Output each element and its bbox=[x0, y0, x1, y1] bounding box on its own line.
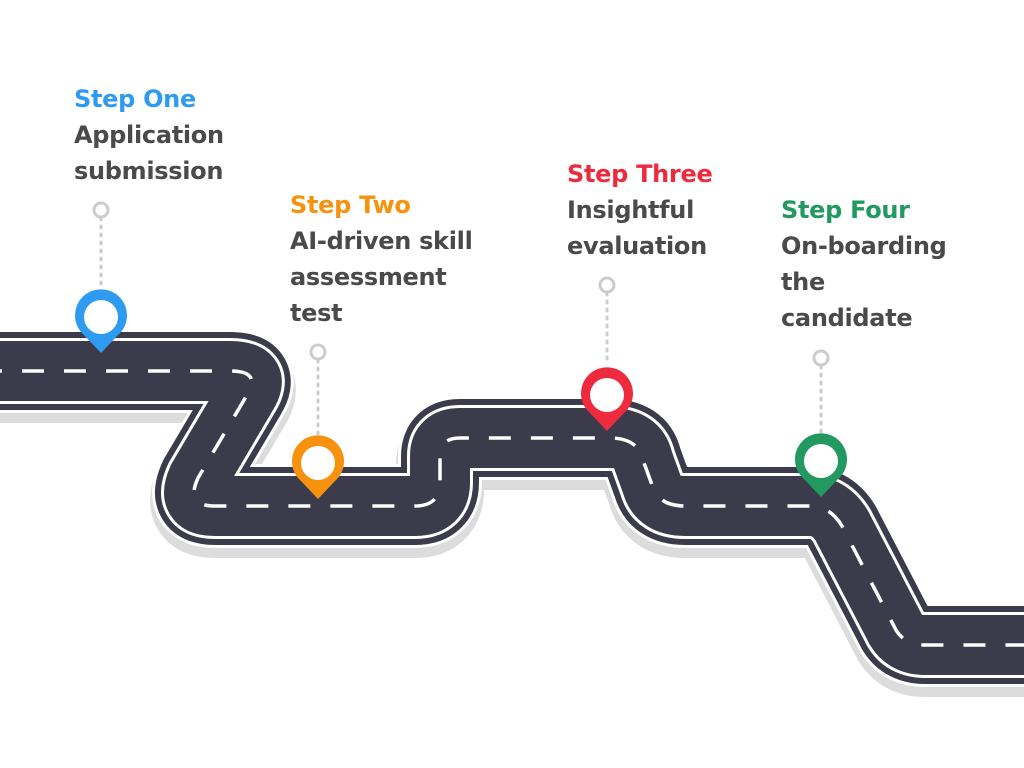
step-two-description: AI-driven skill assessment test bbox=[290, 227, 473, 327]
step-two-connector-dot bbox=[309, 343, 327, 361]
step-one-marker bbox=[75, 201, 127, 353]
step-three-title: Step Three bbox=[567, 160, 713, 188]
step-two-block: Step Two AI-driven skill assessment test bbox=[290, 187, 473, 331]
step-three-block: Step Three Insightful evaluation bbox=[567, 156, 713, 264]
step-one-title: Step One bbox=[74, 85, 196, 113]
step-three-description: Insightful evaluation bbox=[567, 196, 707, 260]
step-three-marker bbox=[581, 276, 633, 431]
step-two-marker bbox=[292, 343, 344, 499]
step-one-block: Step One Application submission bbox=[74, 81, 224, 189]
step-four-description: On-boarding the candidate bbox=[781, 232, 947, 332]
step-two-pin-icon bbox=[292, 435, 344, 499]
step-four-marker bbox=[795, 349, 847, 497]
step-four-pin-icon bbox=[795, 433, 847, 497]
lane-marking bbox=[0, 369, 1024, 647]
step-four-title: Step Four bbox=[781, 196, 910, 224]
step-three-connector-dot bbox=[598, 276, 616, 294]
step-one-description: Application submission bbox=[74, 121, 224, 185]
step-two-title: Step Two bbox=[290, 191, 411, 219]
step-one-pin-icon bbox=[75, 289, 127, 353]
step-four-connector-dot bbox=[812, 349, 830, 367]
step-one-connector-dot bbox=[92, 201, 110, 219]
step-three-pin-icon bbox=[581, 367, 633, 431]
step-four-block: Step Four On-boarding the candidate bbox=[781, 192, 947, 336]
